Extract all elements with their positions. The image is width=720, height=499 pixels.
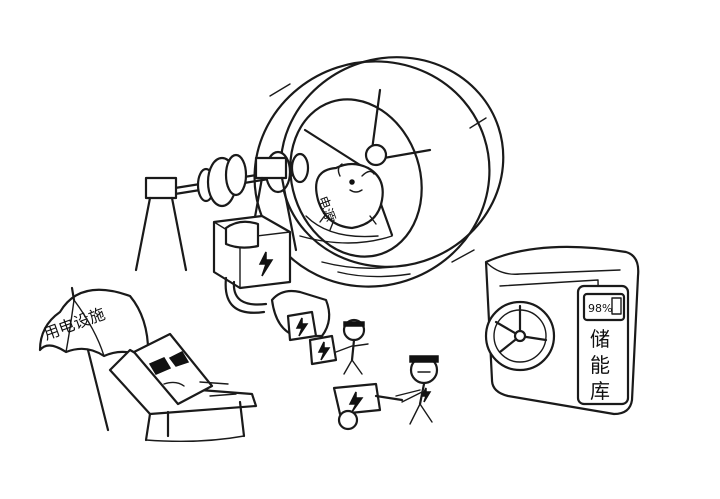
umbrella: 用电设施 xyxy=(38,286,150,432)
storage-vault-label-char-1: 储 xyxy=(590,327,610,351)
phone-character xyxy=(132,332,237,406)
battery-bolt-icon xyxy=(295,317,309,337)
worker-small xyxy=(335,318,369,375)
battery-cart-top xyxy=(270,289,338,366)
storage-vault: 98% 储 能 库 xyxy=(484,245,640,416)
lightning-bolt-icon xyxy=(258,251,274,277)
battery-percentage: 98% xyxy=(588,302,612,315)
sunglasses-icon xyxy=(148,351,190,375)
wheelbarrow xyxy=(332,382,404,431)
storage-vault-label-char-3: 库 xyxy=(590,379,610,403)
power-cable xyxy=(224,276,268,314)
worker-bolt-icon xyxy=(420,387,432,403)
storage-vault-label-char-2: 能 xyxy=(590,353,610,377)
hamster-power-source: 电源 xyxy=(305,162,384,238)
worker-pushing xyxy=(395,355,439,425)
battery-bolt-icon xyxy=(317,341,331,361)
generator-axle xyxy=(148,150,310,208)
generator-box xyxy=(212,214,292,290)
support-stands xyxy=(134,156,298,272)
